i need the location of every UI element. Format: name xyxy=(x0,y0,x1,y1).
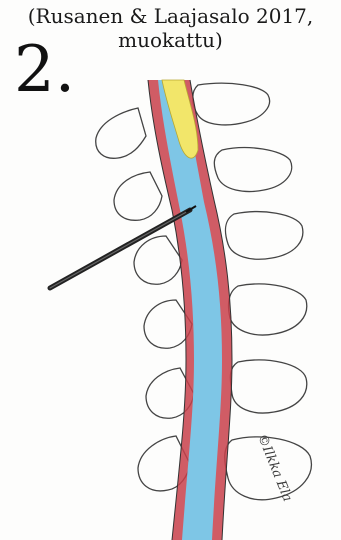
process-2 xyxy=(114,172,162,220)
vertebra-2 xyxy=(214,148,291,192)
vertebra-4 xyxy=(229,284,307,335)
vertebra-1 xyxy=(193,83,270,125)
vertebra-3 xyxy=(226,212,303,260)
vertebra-5 xyxy=(230,360,306,413)
process-3 xyxy=(134,236,182,284)
process-1 xyxy=(96,108,146,158)
